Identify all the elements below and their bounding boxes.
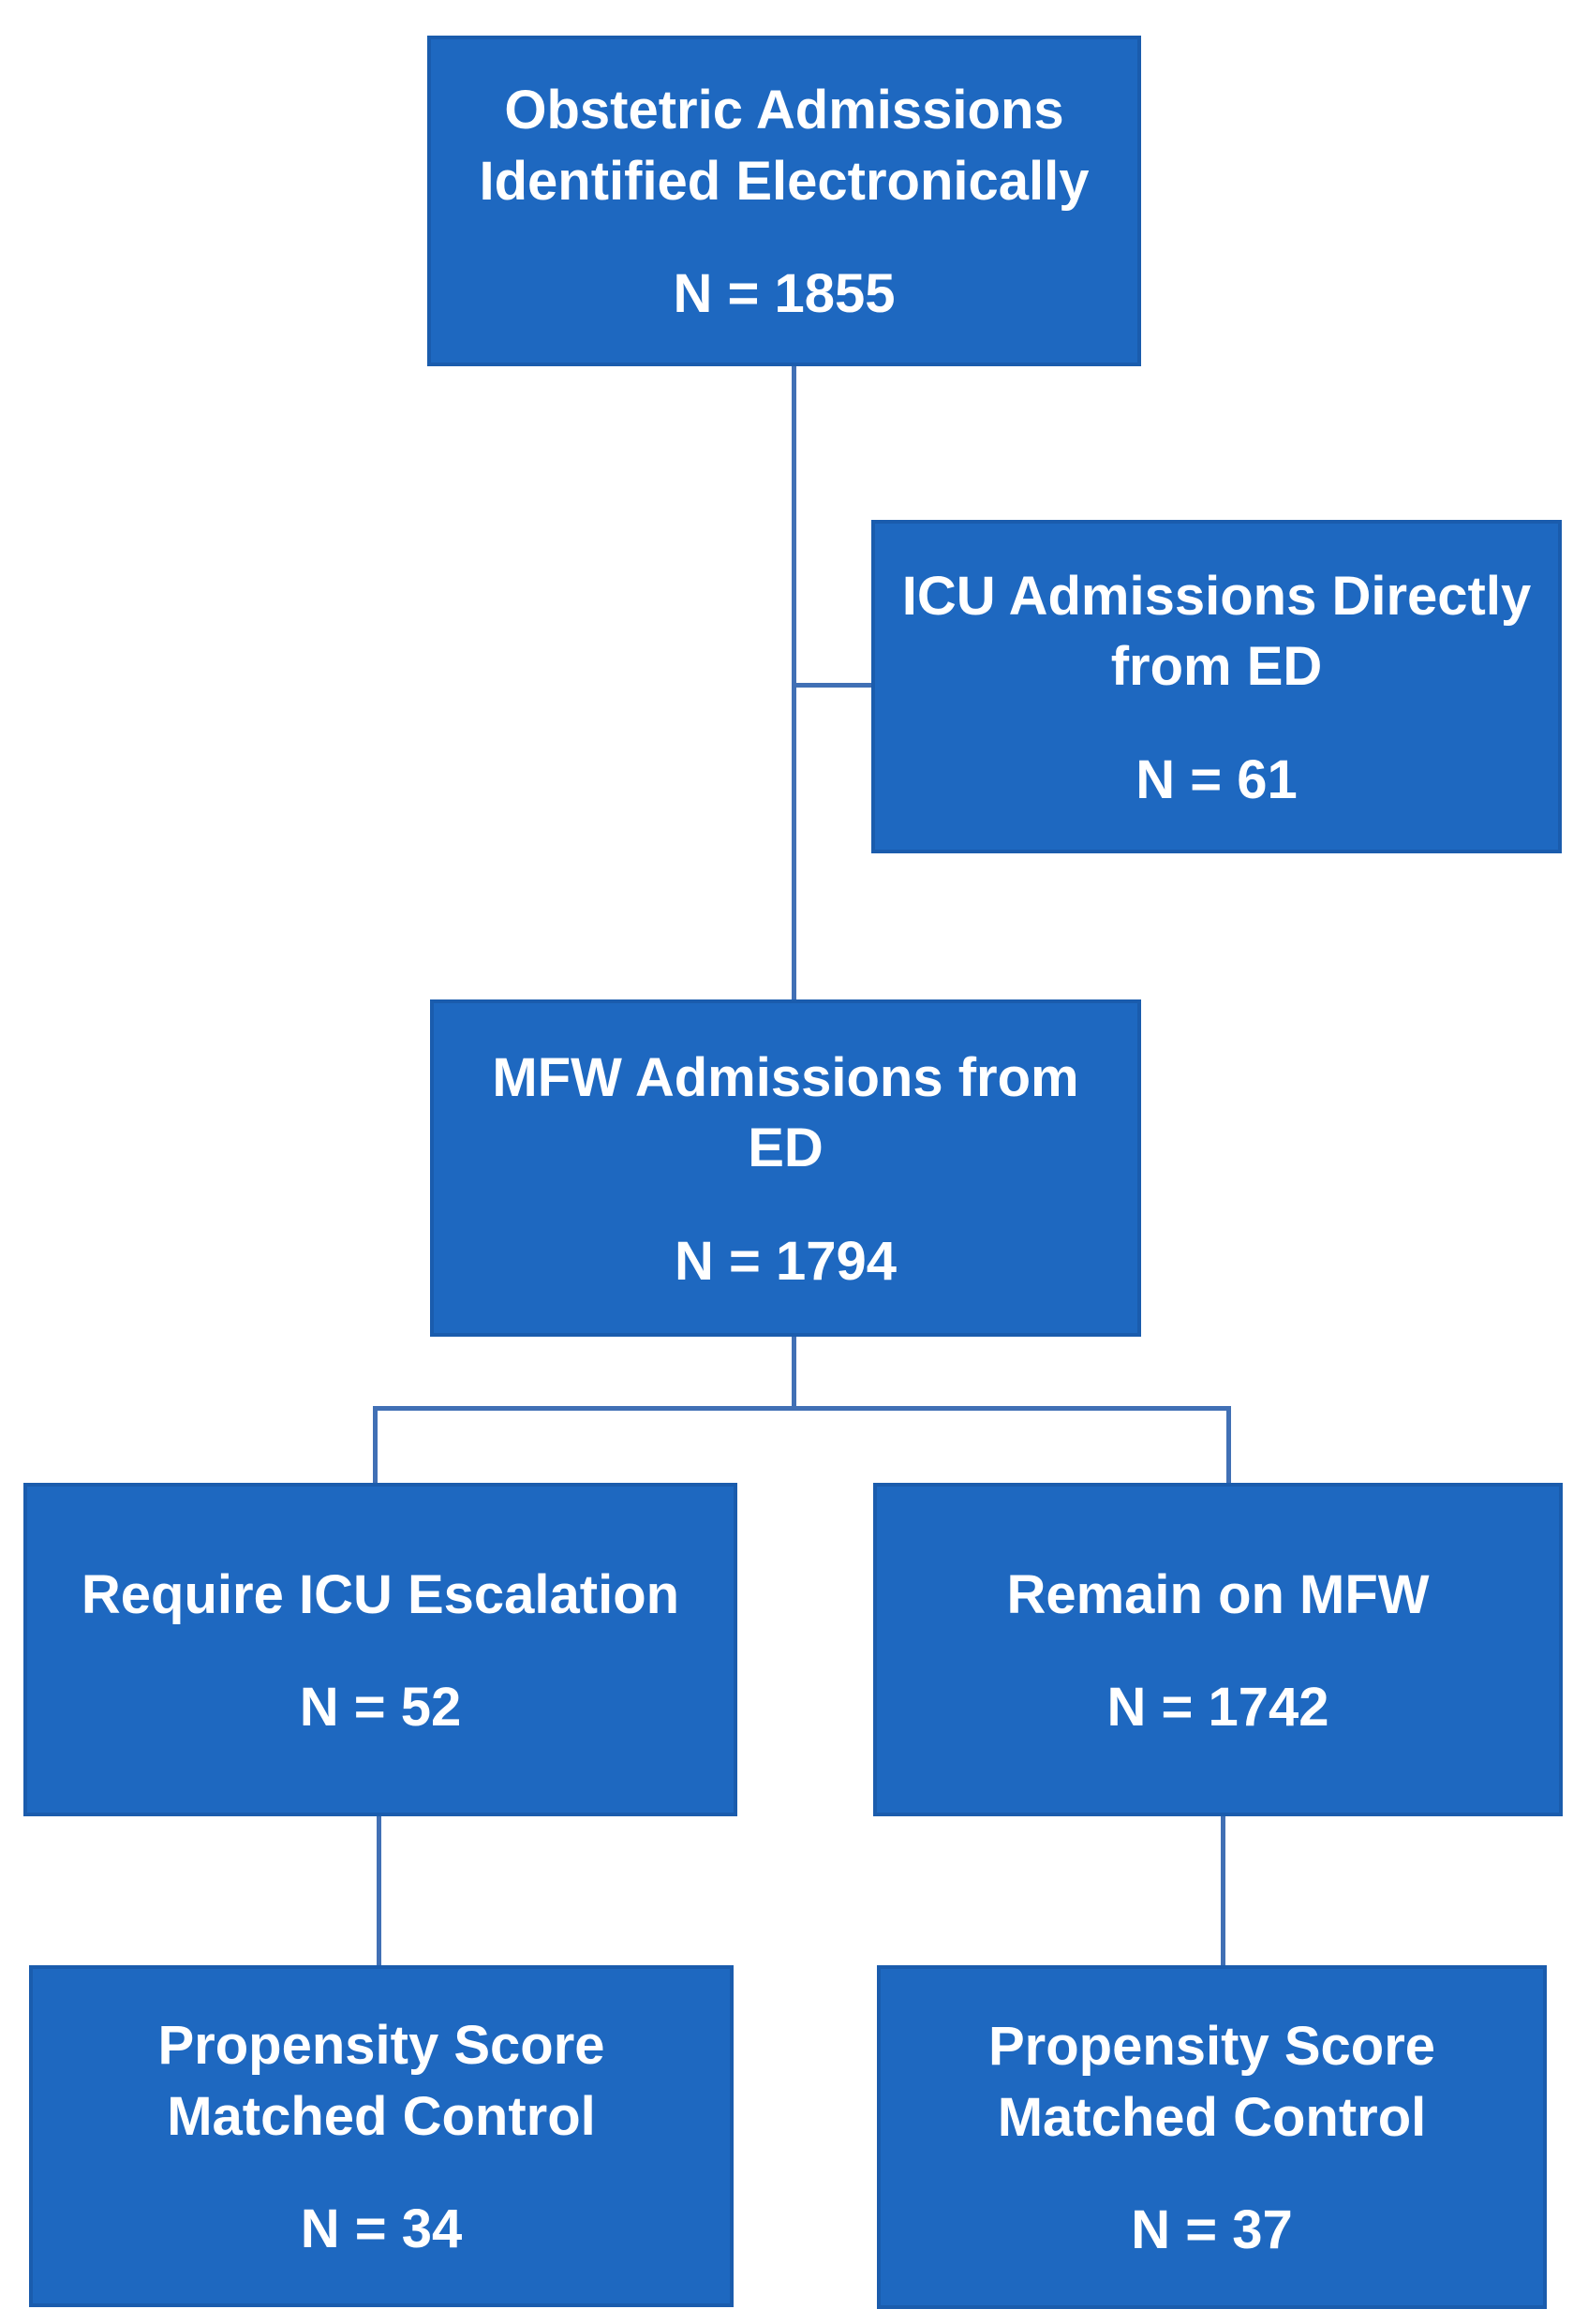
node-title: Remain on MFW (1006, 1563, 1430, 1625)
connector-stub-to-icu-direct (794, 683, 874, 688)
connector-escalation-to-control (377, 1816, 381, 1965)
connector-branch-left-drop (373, 1406, 378, 1483)
node-count: N = 61 (1135, 748, 1298, 810)
connector-remain-to-control (1221, 1816, 1225, 1965)
node-title: Obstetric Admissions Identified Electron… (479, 80, 1090, 212)
node-count: N = 37 (1131, 2199, 1293, 2261)
node-title: Propensity Score Matched Control (987, 2016, 1436, 2148)
node-require-icu-escalation: Require ICU Escalation N = 52 (23, 1483, 737, 1816)
node-title: Require ICU Escalation (81, 1563, 680, 1625)
node-icu-admissions-direct: ICU Admissions Directly from ED N = 61 (871, 520, 1562, 853)
node-propensity-control-remain: Propensity Score Matched Control N = 37 (877, 1965, 1547, 2309)
node-count: N = 52 (299, 1676, 462, 1738)
node-title: ICU Admissions Directly from ED (901, 565, 1532, 698)
node-remain-on-mfw: Remain on MFW N = 1742 (873, 1483, 1563, 1816)
node-title: Propensity Score Matched Control (157, 2015, 605, 2147)
connector-branch-horizontal (373, 1406, 1231, 1411)
connector-mfw-down (792, 1337, 796, 1410)
node-title: MFW Admissions from ED (492, 1046, 1079, 1179)
node-count: N = 1794 (674, 1230, 897, 1292)
node-propensity-control-escalation: Propensity Score Matched Control N = 34 (29, 1965, 734, 2307)
node-count: N = 34 (300, 2198, 463, 2260)
node-count: N = 1855 (673, 263, 896, 325)
node-obstetric-admissions: Obstetric Admissions Identified Electron… (427, 36, 1141, 366)
connector-branch-right-drop (1226, 1406, 1231, 1483)
node-mfw-admissions: MFW Admissions from ED N = 1794 (430, 999, 1141, 1337)
node-count: N = 1742 (1106, 1676, 1329, 1738)
